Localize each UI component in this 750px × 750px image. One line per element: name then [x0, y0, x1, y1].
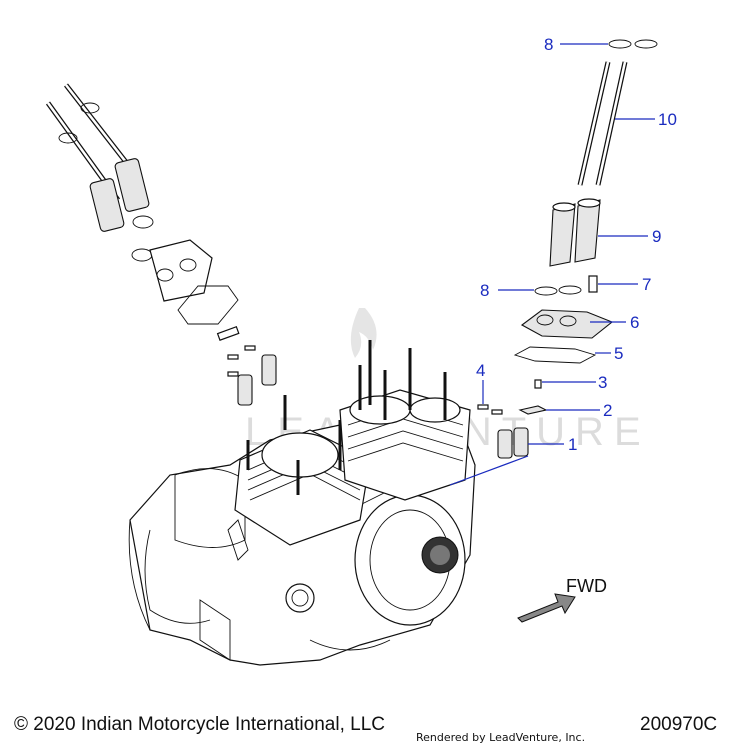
left-pushrod-assembly: [45, 83, 277, 406]
callout-2: 2: [546, 401, 612, 420]
rendered-by-text: Rendered by LeadVenture, Inc.: [416, 731, 586, 744]
fwd-label: FWD: [566, 576, 607, 596]
rear-cylinder: [234, 395, 371, 546]
callout-9: 9: [598, 227, 661, 246]
callout-10-label: 10: [658, 110, 677, 129]
callout-8-top-label: 8: [544, 35, 553, 54]
callout-8-lower: 8: [480, 281, 534, 300]
callout-8-lower-label: 8: [480, 281, 489, 300]
callout-3: 3: [542, 373, 607, 392]
copyright-text: © 2020 Indian Motorcycle International, …: [14, 714, 385, 735]
callout-8-top: 8: [544, 35, 608, 54]
right-exploded-parts: [477, 39, 658, 459]
callout-7: 7: [598, 275, 651, 294]
callout-4-label: 4: [476, 361, 485, 380]
callout-3-label: 3: [598, 373, 607, 392]
callout-9-label: 9: [652, 227, 661, 246]
front-cylinder: [339, 340, 471, 501]
callout-2-label: 2: [603, 401, 612, 420]
callout-10: 10: [615, 110, 677, 129]
callout-6-label: 6: [630, 313, 639, 332]
callout-6: 6: [590, 313, 639, 332]
callout-5-label: 5: [614, 344, 623, 363]
callout-7-label: 7: [642, 275, 651, 294]
fwd-indicator: FWD: [517, 576, 607, 623]
callout-1-label: 1: [568, 435, 577, 454]
diagram-number: 200970C: [640, 714, 718, 735]
callout-1: 1: [528, 435, 577, 454]
callout-4: 4: [476, 361, 485, 404]
callout-5: 5: [595, 344, 623, 363]
fwd-arrow-icon: [517, 593, 576, 623]
